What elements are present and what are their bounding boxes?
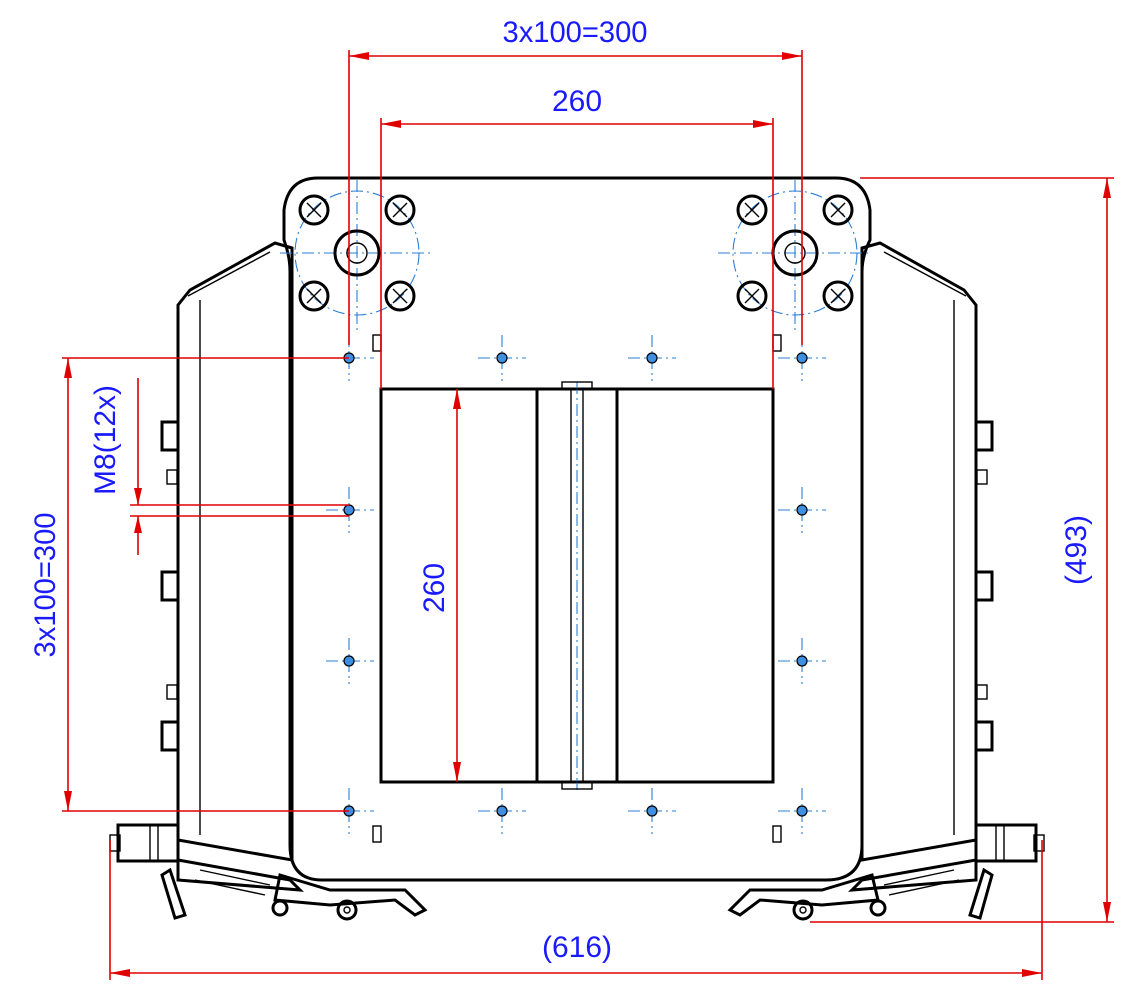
dimension-left-pitch: 3x100=300 [29,357,349,812]
m8-hole [478,788,526,834]
bolt-icon [298,280,330,312]
center-opening [379,381,775,790]
bolt-icon [298,194,330,226]
dimension-left-pitch-label: 3x100=300 [29,513,62,658]
m8-hole [478,335,526,381]
left-clamp-assembly [109,823,428,921]
dimension-right-height: (493) [810,177,1114,923]
right-clamp-assembly [727,823,1045,921]
dimension-right-height-label: (493) [1060,515,1093,585]
dimension-thread-label: M8(12x) [89,385,122,495]
dimension-top-inner: 260 [380,85,774,389]
dimension-bottom-width: (616) [109,840,1043,980]
m8-hole [628,788,676,834]
dimension-inner-height-label: 260 [418,563,451,613]
dimension-top-inner-label: 260 [552,85,602,118]
left-side-housing [160,241,294,862]
dimension-thread: M8(12x) [89,378,349,555]
m8-hole [778,638,826,684]
dimension-top-pitch: 3x100=300 [348,16,803,345]
bolt-icon [736,280,768,312]
dimension-bottom-width-label: (616) [542,931,612,964]
m8-hole [326,487,374,533]
m8-hole [326,638,374,684]
top-left-bolt-pattern [280,180,434,330]
top-right-bolt-pattern [718,180,872,330]
m8-hole-grid [326,335,826,834]
bolt-icon [384,194,416,226]
main-plate [282,176,872,882]
bolt-icon [736,194,768,226]
bolt-icon [384,280,416,312]
m8-hole [628,335,676,381]
m8-hole [778,487,826,533]
m8-hole [778,788,826,834]
right-side-housing [860,241,994,862]
bolt-icon [822,280,854,312]
dimension-top-pitch-label: 3x100=300 [503,16,648,49]
bolt-icon [822,194,854,226]
dimension-inner-height: 260 [418,389,461,782]
